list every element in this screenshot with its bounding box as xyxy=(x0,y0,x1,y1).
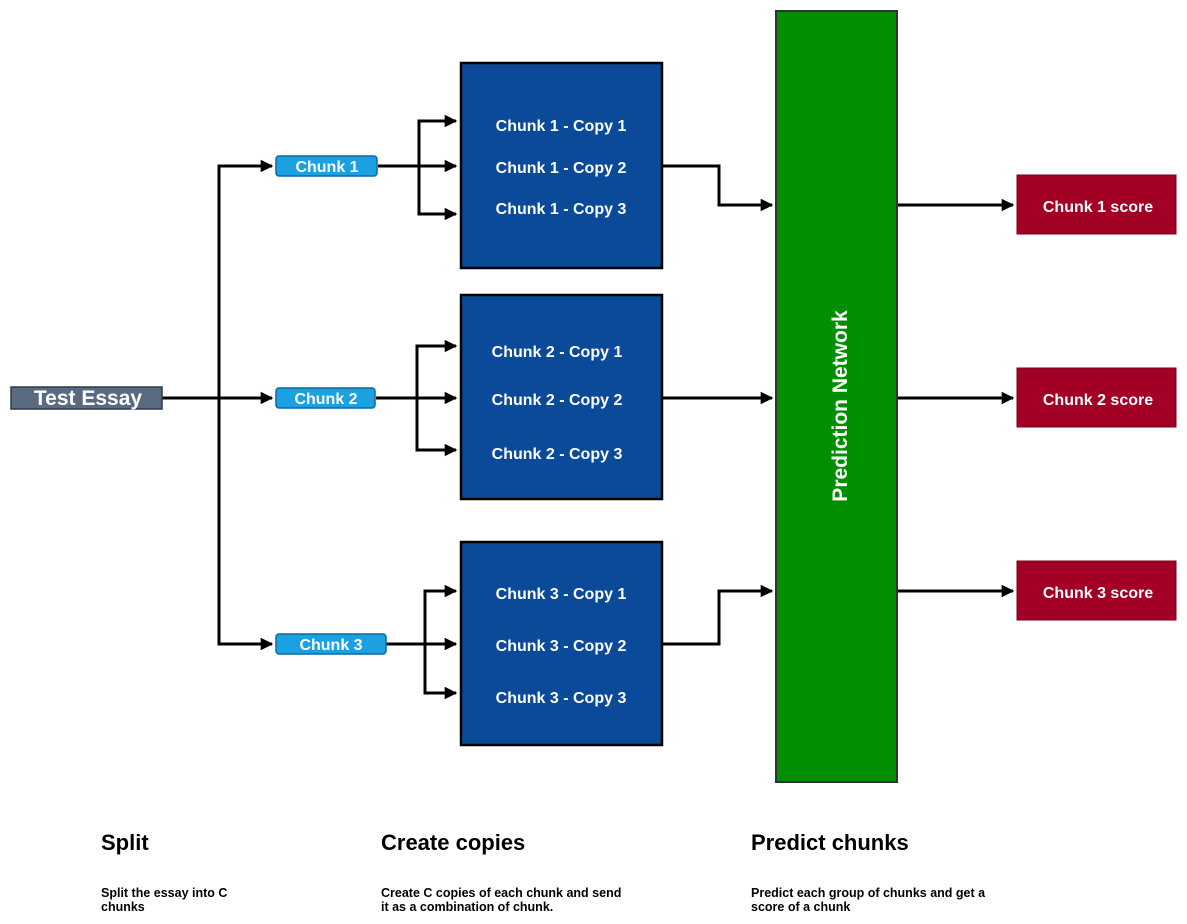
chunk-node-2: Chunk 2 xyxy=(275,387,376,409)
copy-group-1: Chunk 1 - Copy 1 Chunk 1 - Copy 2 Chunk … xyxy=(459,61,664,270)
caption-split: Split Split the essay into C chunks xyxy=(101,830,271,914)
connectors xyxy=(162,114,1015,700)
caption-split-desc: Split the essay into C chunks xyxy=(101,886,228,914)
caption-create-copies-title: Create copies xyxy=(381,830,526,855)
test-essay-label: Test Essay xyxy=(34,387,142,410)
copy-group-2-copy-3: Chunk 2 - Copy 3 xyxy=(492,446,623,463)
copy-group-2-copy-2: Chunk 2 - Copy 2 xyxy=(492,392,623,409)
arrow-essay-to-chunk-1 xyxy=(162,159,274,400)
score-3-box xyxy=(1016,560,1177,621)
copy-group-1-copy-1: Chunk 1 - Copy 1 xyxy=(496,118,627,135)
caption-predict-chunks: Predict chunks Predict each group of chu… xyxy=(751,830,1021,914)
copy-group-3-box xyxy=(459,540,664,747)
chunk-node-1: Chunk 1 xyxy=(275,155,378,177)
caption-create-copies-desc: Create C copies of each chunk and send i… xyxy=(381,886,622,914)
test-essay-node: Test Essay xyxy=(10,386,163,410)
copy-group-3: Chunk 3 - Copy 1 Chunk 3 - Copy 2 Chunk … xyxy=(459,540,664,747)
copy-group-2: Chunk 2 - Copy 1 Chunk 2 - Copy 2 Chunk … xyxy=(459,293,664,501)
copy-group-2-copy-1: Chunk 2 - Copy 1 xyxy=(492,344,623,361)
arrow-group-3-to-network xyxy=(662,584,774,646)
score-1-box xyxy=(1016,174,1177,235)
score-node-2: Chunk 2 score xyxy=(1016,367,1177,428)
caption-predict-chunks-desc: Predict each group of chunks and get a s… xyxy=(751,886,986,914)
caption-split-title: Split xyxy=(101,830,149,855)
arrow-chunk-3-to-copy-1 xyxy=(386,584,458,646)
prediction-network-node: Prediction Network xyxy=(775,10,898,783)
copy-group-1-copy-3: Chunk 1 - Copy 3 xyxy=(496,201,627,218)
test-essay-box xyxy=(10,386,163,410)
chunk-2-box xyxy=(275,387,376,409)
chunk-2-label: Chunk 2 xyxy=(294,391,357,408)
score-2-label: Chunk 2 score xyxy=(1043,392,1153,409)
prediction-network-label: Prediction Network xyxy=(829,310,852,502)
arrow-chunk-1-to-copy-1 xyxy=(378,114,458,168)
caption-predict-chunks-title: Predict chunks xyxy=(751,830,909,855)
prediction-network-box xyxy=(775,10,898,783)
arrow-essay-to-chunk-3 xyxy=(162,396,274,651)
arrow-chunk-2-to-copy-3 xyxy=(376,396,458,457)
arrow-chunk-2-to-copy-1 xyxy=(376,339,458,400)
chunk-1-box xyxy=(275,155,378,177)
score-node-3: Chunk 3 score xyxy=(1016,560,1177,621)
copy-group-3-copy-3: Chunk 3 - Copy 3 xyxy=(496,690,627,707)
chunk-3-box xyxy=(275,633,387,655)
score-node-1: Chunk 1 score xyxy=(1016,174,1177,235)
score-1-label: Chunk 1 score xyxy=(1043,199,1153,216)
score-2-box xyxy=(1016,367,1177,428)
chunk-1-label: Chunk 1 xyxy=(295,159,358,176)
chunk-node-3: Chunk 3 xyxy=(275,633,387,655)
copy-group-3-copy-2: Chunk 3 - Copy 2 xyxy=(496,638,627,655)
copy-group-1-copy-2: Chunk 1 - Copy 2 xyxy=(496,160,627,177)
arrow-chunk-1-to-copy-3 xyxy=(378,164,458,221)
copy-group-2-box xyxy=(459,293,664,501)
arrow-group-1-to-network xyxy=(662,164,774,212)
arrow-chunk-3-to-copy-3 xyxy=(386,642,458,700)
chunk-3-label: Chunk 3 xyxy=(299,637,362,654)
score-3-label: Chunk 3 score xyxy=(1043,585,1153,602)
caption-create-copies: Create copies Create C copies of each ch… xyxy=(381,830,641,914)
copy-group-3-copy-1: Chunk 3 - Copy 1 xyxy=(496,586,627,603)
copy-group-1-box xyxy=(459,61,664,270)
